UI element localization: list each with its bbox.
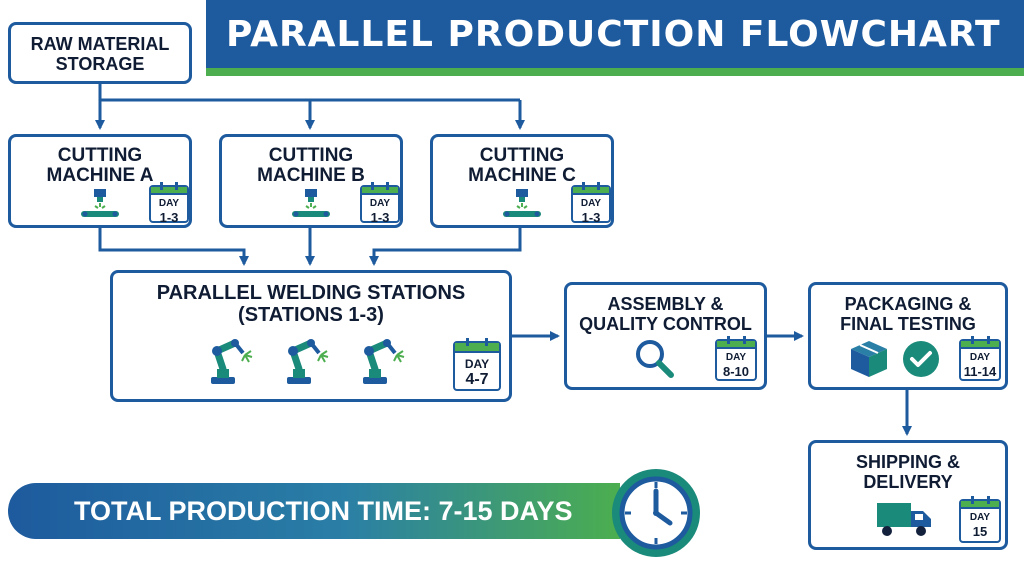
node-label-line2: DELIVERY — [863, 472, 953, 492]
calendar-icon: DAY 4-7 — [453, 338, 501, 391]
laser-cutter-icon — [292, 189, 330, 217]
node-label-line1: SHIPPING & — [855, 452, 961, 472]
node-parallel-welding-stations: PARALLEL WELDING STATIONS (STATIONS 1-3)… — [110, 270, 512, 402]
node-label-line2: STORAGE — [55, 54, 145, 74]
clock-icon — [612, 469, 700, 557]
robot-arm-welder-icon — [211, 339, 253, 384]
node-label-line2: MACHINE B — [257, 165, 365, 186]
node-label-line1: ASSEMBLY & — [607, 294, 724, 314]
checkmark-circle-icon — [903, 341, 939, 377]
magnifying-glass-icon — [636, 340, 674, 378]
calendar-day-range: 1-3 — [370, 210, 390, 225]
calendar-day-range: 11-14 — [963, 364, 997, 379]
node-label-line1: CUTTING — [479, 145, 565, 166]
node-cutting-machine-c: CUTTING MACHINE C DAY 1-3 — [430, 134, 614, 228]
delivery-truck-icon — [877, 503, 931, 536]
node-cutting-machine-b: CUTTING MACHINE B DAY 1-3 — [219, 134, 403, 228]
package-box-icon — [851, 341, 887, 377]
robot-arm-welder-icon — [287, 339, 329, 384]
calendar-day-range: 15 — [972, 524, 988, 539]
calendar-icon: DAY 8-10 — [715, 336, 757, 381]
calendar-day-range: 8-10 — [722, 364, 750, 379]
calendar-icon: DAY 1-3 — [571, 182, 611, 225]
calendar-icon: DAY 1-3 — [149, 182, 189, 225]
robot-arm-welder-icon — [363, 339, 405, 384]
node-label-line2: QUALITY CONTROL — [579, 314, 752, 334]
node-label-line2: (STATIONS 1-3) — [238, 304, 384, 326]
page-title: PARALLEL PRODUCTION FLOWCHART — [226, 13, 1001, 55]
node-label-line2: FINAL TESTING — [840, 314, 976, 334]
node-label-line1: CUTTING — [268, 145, 354, 166]
node-label-line1: PACKAGING & — [844, 294, 972, 314]
node-cutting-machine-a: CUTTING MACHINE A DAY 1-3 — [8, 134, 192, 228]
total-production-time-text: TOTAL PRODUCTION TIME: 7-15 DAYS — [74, 495, 573, 526]
node-label-line2: MACHINE A — [46, 165, 154, 186]
calendar-day-label: DAY — [158, 198, 180, 209]
node-label-line1: PARALLEL WELDING STATIONS — [156, 282, 466, 304]
arrow-cutting-a-to-welding — [98, 228, 249, 266]
calendar-day-label: DAY — [580, 198, 602, 209]
calendar-day-label: DAY — [369, 198, 391, 209]
calendar-day-range: 1-3 — [581, 210, 601, 225]
calendar-icon: DAY 1-3 — [360, 182, 400, 225]
calendar-day-label: DAY — [969, 512, 991, 523]
connector-raw-branch — [98, 83, 520, 102]
calendar-day-range: 4-7 — [465, 371, 489, 388]
node-label-line1: RAW MATERIAL — [30, 34, 170, 54]
laser-cutter-icon — [81, 189, 119, 217]
calendar-icon: DAY 11-14 — [959, 336, 1001, 381]
calendar-day-label: DAY — [725, 352, 747, 363]
node-label-line2: MACHINE C — [468, 165, 576, 186]
node-assembly-quality-control: ASSEMBLY & QUALITY CONTROL DAY 8-10 — [564, 282, 767, 390]
calendar-day-label: DAY — [969, 352, 991, 363]
node-raw-material-storage: RAW MATERIAL STORAGE — [8, 22, 192, 84]
node-shipping-delivery: SHIPPING & DELIVERY DAY 15 — [808, 440, 1008, 550]
laser-cutter-icon — [503, 189, 541, 217]
calendar-day-range: 1-3 — [159, 210, 179, 225]
arrow-cutting-c-to-welding — [369, 228, 522, 266]
title-banner: PARALLEL PRODUCTION FLOWCHART — [206, 0, 1024, 76]
calendar-icon: DAY 15 — [959, 496, 1001, 543]
node-label-line1: CUTTING — [57, 145, 143, 166]
total-production-time-banner: TOTAL PRODUCTION TIME: 7-15 DAYS — [8, 483, 620, 539]
calendar-day-label: DAY — [464, 357, 490, 371]
node-packaging-final-testing: PACKAGING & FINAL TESTING DAY 11-14 — [808, 282, 1008, 390]
